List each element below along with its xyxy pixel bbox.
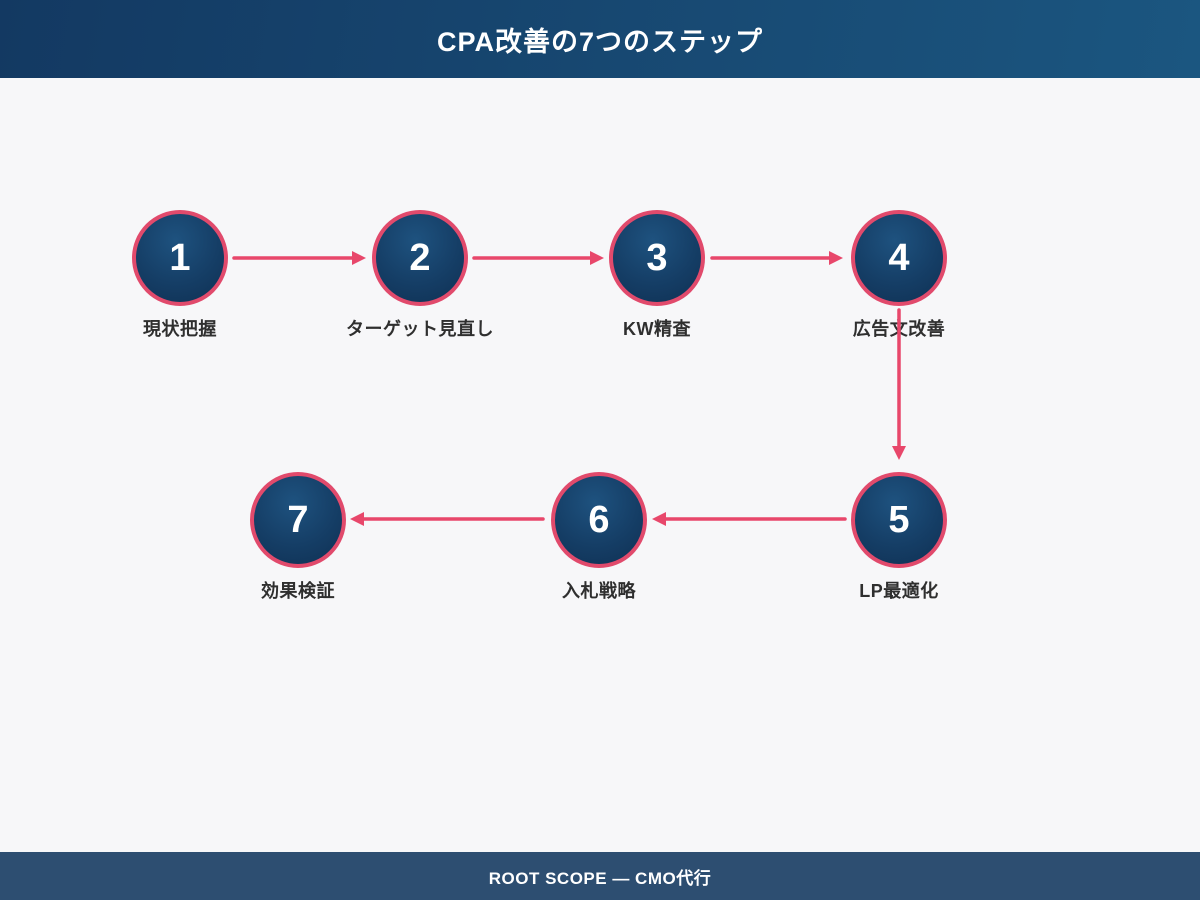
step-label: LP最適化 — [859, 581, 939, 601]
step-circle-7: 7 — [250, 472, 346, 568]
step-node-4: 4 広告文改善 — [779, 210, 1019, 341]
step-number: 6 — [588, 498, 610, 541]
step-number: 5 — [888, 498, 910, 541]
step-label: 効果検証 — [261, 581, 335, 601]
step-node-2: 2 ターゲット見直し — [300, 210, 540, 341]
step-circle-6: 6 — [551, 472, 647, 568]
step-circle-2: 2 — [372, 210, 468, 306]
step-number: 4 — [888, 236, 910, 279]
step-label: KW精査 — [623, 319, 691, 339]
footer-brand: ROOT SCOPE — CMO代行 — [488, 868, 712, 888]
step-node-3: 3 KW精査 — [537, 210, 777, 341]
page-title: CPA改善の7つのステップ — [436, 26, 764, 57]
step-node-1: 1 現状把握 — [60, 210, 300, 341]
step-number: 2 — [409, 236, 431, 279]
step-node-5: 5 LP最適化 — [779, 472, 1019, 603]
footer-bar: ROOT SCOPE — CMO代行 — [0, 852, 1200, 900]
step-label: 入札戦略 — [562, 581, 636, 601]
step-circle-3: 3 — [609, 210, 705, 306]
step-node-6: 6 入札戦略 — [479, 472, 719, 603]
step-number: 7 — [287, 498, 309, 541]
step-circle-1: 1 — [132, 210, 228, 306]
step-number: 1 — [169, 236, 191, 279]
step-circle-5: 5 — [851, 472, 947, 568]
step-label: 広告文改善 — [852, 319, 946, 339]
step-node-7: 7 効果検証 — [178, 472, 418, 603]
header-bar: CPA改善の7つのステップ — [0, 0, 1200, 78]
step-label: ターゲット見直し — [346, 319, 494, 339]
step-label: 現状把握 — [143, 319, 217, 339]
step-number: 3 — [646, 236, 668, 279]
step-circle-4: 4 — [851, 210, 947, 306]
